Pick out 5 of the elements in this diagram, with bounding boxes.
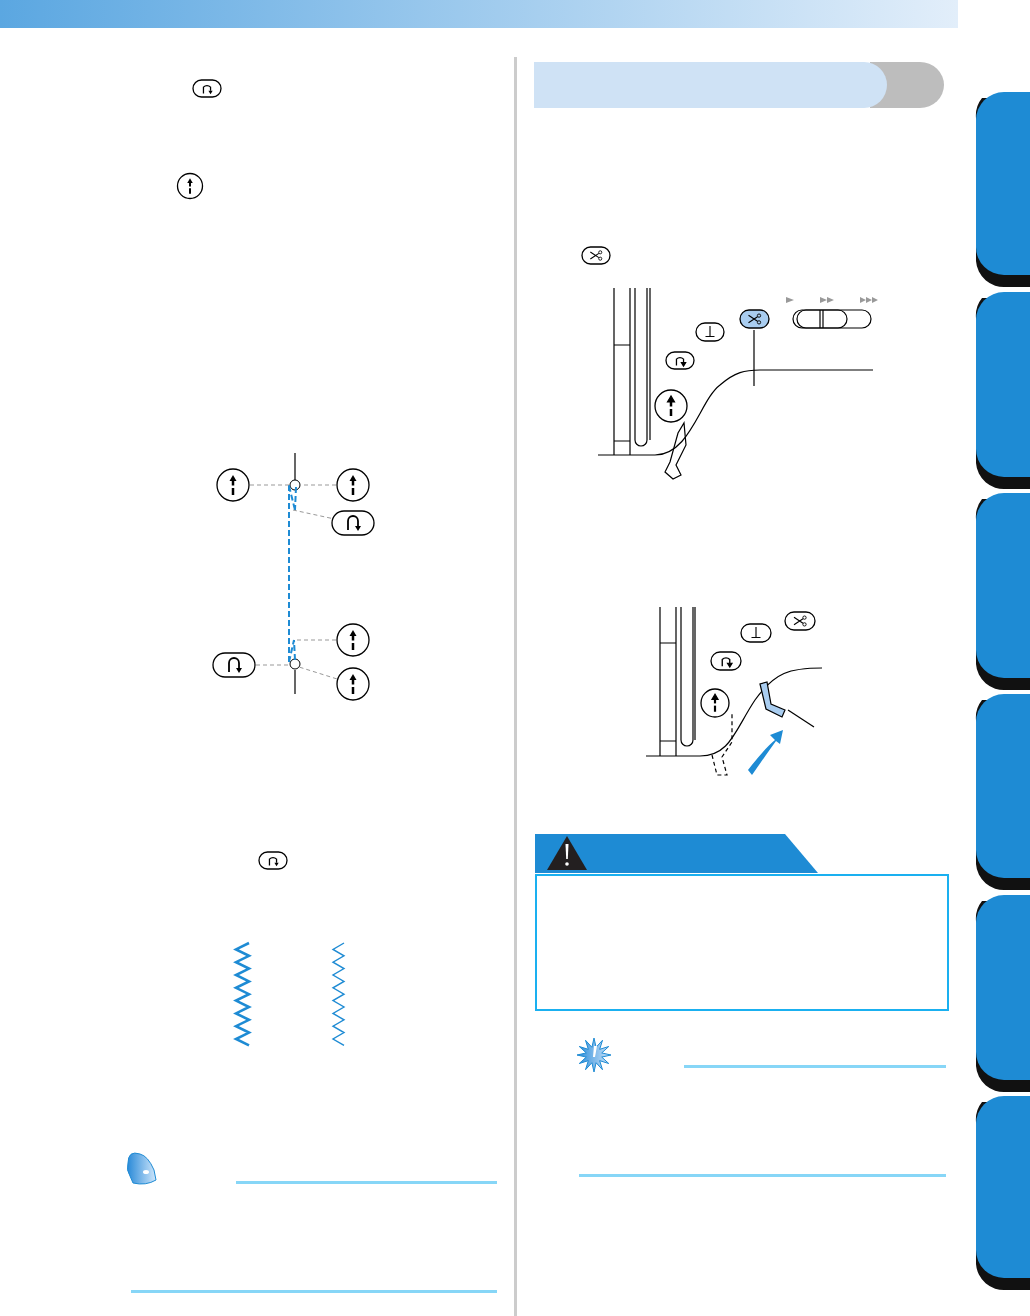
leader-line bbox=[255, 664, 290, 666]
leader-line bbox=[249, 484, 291, 486]
leader-line bbox=[295, 639, 337, 641]
leader-line bbox=[292, 509, 332, 519]
leader-line bbox=[298, 666, 338, 680]
